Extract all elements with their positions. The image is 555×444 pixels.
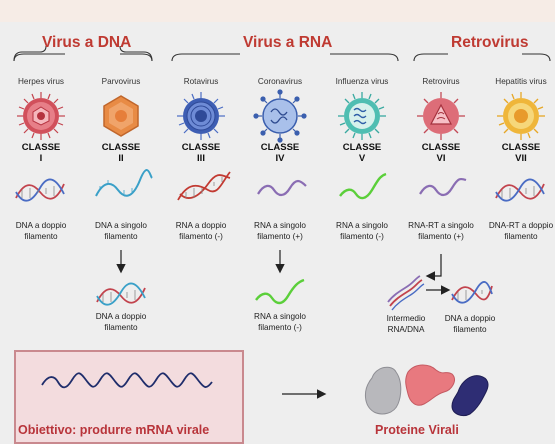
genome-class-6-rnart — [419, 177, 467, 197]
retro-intermediate-hybrid — [387, 275, 425, 311]
virus-name-herpes: Herpes virus — [18, 77, 64, 86]
parvovirus-icon — [103, 95, 139, 137]
corona-product-ssrna — [255, 278, 305, 305]
parvo-product-dsdna — [96, 282, 146, 306]
genome-class-3-dsrna — [177, 171, 231, 201]
protein-navy — [451, 375, 489, 417]
dna-bracket-line — [13, 53, 153, 62]
hepatitis-virus-icon — [497, 92, 545, 140]
virus-name-parvo: Parvovirus — [101, 77, 141, 86]
group-title-rna: Virus a RNA — [243, 34, 333, 51]
proteins-text: Proteine Virali — [375, 423, 459, 437]
genome-class-5-ssrna-minus — [339, 172, 387, 200]
rna-group-bracket — [171, 53, 399, 62]
group-title-retro: Retrovirus — [451, 34, 529, 51]
rotavirus-icon — [177, 92, 225, 140]
herpes-virus-icon — [17, 92, 65, 140]
protein-pink — [405, 364, 455, 406]
retro-product-dsdna — [451, 281, 493, 304]
genome-class-7-dnart — [495, 178, 545, 202]
virus-name-hepatitis: Hepatitis virus — [495, 77, 547, 86]
virus-name-rota: Rotavirus — [183, 77, 219, 86]
retro-elbow-arrow — [425, 254, 442, 281]
influenza-virus-icon — [338, 92, 386, 140]
goal-box — [14, 350, 244, 444]
virus-name-retro: Retrovirus — [422, 77, 460, 86]
genome-class-1-dsdna — [15, 178, 65, 202]
goal-text: Obiettivo: produrre mRNA virale — [18, 423, 210, 437]
group-title-dna: Virus a DNA — [42, 34, 132, 51]
coronavirus-icon — [253, 89, 307, 143]
protein-grey — [365, 366, 402, 415]
dna-group-bracket — [13, 45, 153, 62]
retro-group-bracket — [413, 53, 551, 62]
virus-name-corona: Coronavirus — [257, 77, 303, 86]
genome-class-4-ssrna-plus — [257, 179, 307, 197]
genome-class-2-ticks — [99, 180, 133, 194]
virus-name-influenza: Influenza virus — [335, 77, 389, 86]
top-band — [0, 0, 555, 22]
retrovirus-icon — [417, 92, 465, 140]
